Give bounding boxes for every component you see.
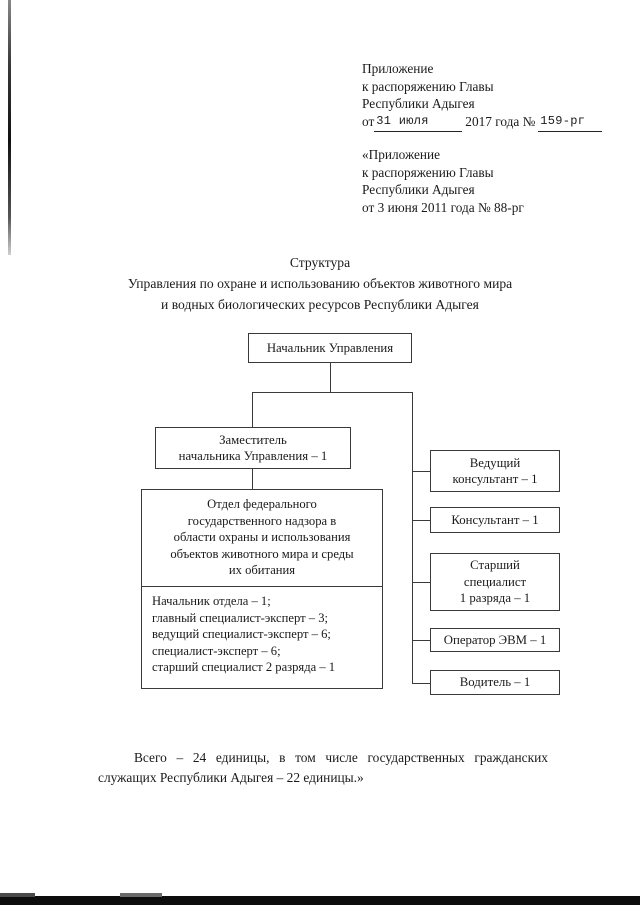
consultant-label: Консультант – 1	[451, 512, 539, 527]
operator-label: Оператор ЭВМ – 1	[443, 632, 547, 647]
summary-paragraph: Всего – 24 единицы, в том числе государс…	[98, 750, 548, 786]
header-appendix-original: «Приложение к распоряжению Главы Республ…	[362, 146, 524, 216]
dept-desc-line-5: их обитания	[228, 563, 296, 578]
connector-deputy-to-department	[252, 469, 253, 489]
lead-consultant-line-1: Ведущий	[469, 455, 521, 470]
node-computer-operator[interactable]: Оператор ЭВМ – 1	[430, 628, 560, 652]
connector-distribution-bar	[252, 392, 413, 393]
dept-desc-line-1: Отдел федерального	[207, 497, 317, 511]
connector-to-deputy	[252, 392, 253, 427]
staff-line-4: специалист-эксперт – 6;	[152, 643, 281, 658]
header-date-line: от 31 июля 2017 года № 159-рг	[362, 113, 603, 135]
connector-stub-driver	[412, 683, 430, 684]
dept-desc-line-2: государственного надзора в	[187, 513, 337, 528]
node-senior-specialist[interactable]: Старший специалист 1 разряда – 1	[430, 553, 560, 611]
connector-stub-operator	[412, 640, 430, 641]
node-federal-supervision-department[interactable]: Отдел федерального государственного надз…	[141, 489, 383, 689]
connector-right-trunk	[412, 392, 413, 683]
scan-edge-bottom	[0, 893, 640, 905]
connector-stub-lead-consultant	[412, 471, 430, 472]
header-appendix-current: Приложение к распоряжению Главы Республи…	[362, 60, 603, 135]
title-line-3: и водных биологических ресурсов Республи…	[161, 297, 479, 312]
department-staff-list: Начальник отдела – 1; главный специалист…	[142, 587, 382, 680]
date-fill-in: 31 июля	[374, 113, 463, 132]
date-middle: 2017 года №	[465, 113, 536, 129]
header2-line-3: Республики Адыгея	[362, 182, 475, 197]
connector-stub-consultant	[412, 520, 430, 521]
staff-line-1: Начальник отдела – 1;	[152, 593, 271, 608]
lead-consultant-line-2: консультант – 1	[452, 472, 538, 486]
header2-line-2: к распоряжению Главы	[362, 164, 494, 180]
node-lead-consultant[interactable]: Ведущий консультант – 1	[430, 450, 560, 492]
node-consultant[interactable]: Консультант – 1	[430, 507, 560, 533]
header-line-1: Приложение	[362, 61, 434, 76]
dept-desc-line-4: объектов животного мира и среды	[170, 546, 354, 561]
senior-specialist-line-1: Старший	[470, 558, 520, 573]
node-head-of-directorate[interactable]: Начальник Управления	[248, 333, 412, 363]
number-fill-in: 159-рг	[538, 113, 603, 132]
dept-desc-line-3: области охраны и использования	[173, 530, 351, 545]
driver-label: Водитель – 1	[459, 675, 531, 690]
node-deputy-head[interactable]: Заместитель начальника Управления – 1	[155, 427, 351, 469]
node-head-label: Начальник Управления	[266, 340, 394, 355]
title-line-1: Структура	[289, 255, 351, 270]
node-deputy-line-1: Заместитель	[219, 432, 287, 447]
header2-line-1: «Приложение	[362, 147, 441, 162]
connector-head-down	[330, 363, 331, 393]
header-line-3: Республики Адыгея	[362, 96, 475, 111]
senior-specialist-line-3: 1 разряда – 1	[459, 591, 531, 606]
scan-edge-left	[8, 0, 11, 255]
staff-line-5: старший специалист 2 разряда – 1	[152, 660, 336, 675]
node-driver[interactable]: Водитель – 1	[430, 670, 560, 695]
header2-line-4: от 3 июня 2011 года № 88-рг	[362, 199, 524, 215]
connector-stub-senior-specialist	[412, 582, 430, 583]
staff-line-3: ведущий специалист-эксперт – 6;	[152, 627, 331, 642]
header-line-2: к распоряжению Главы	[362, 78, 494, 94]
date-prefix: от	[362, 113, 375, 129]
node-deputy-line-2: начальника Управления – 1	[178, 449, 328, 463]
page-title: Структура Управления по охране и использ…	[60, 252, 580, 315]
department-description: Отдел федерального государственного надз…	[142, 490, 382, 587]
staff-line-2: главный специалист-эксперт – 3;	[152, 610, 328, 625]
title-line-2: Управления по охране и использованию объ…	[127, 276, 513, 291]
senior-specialist-line-2: специалист	[463, 574, 527, 589]
